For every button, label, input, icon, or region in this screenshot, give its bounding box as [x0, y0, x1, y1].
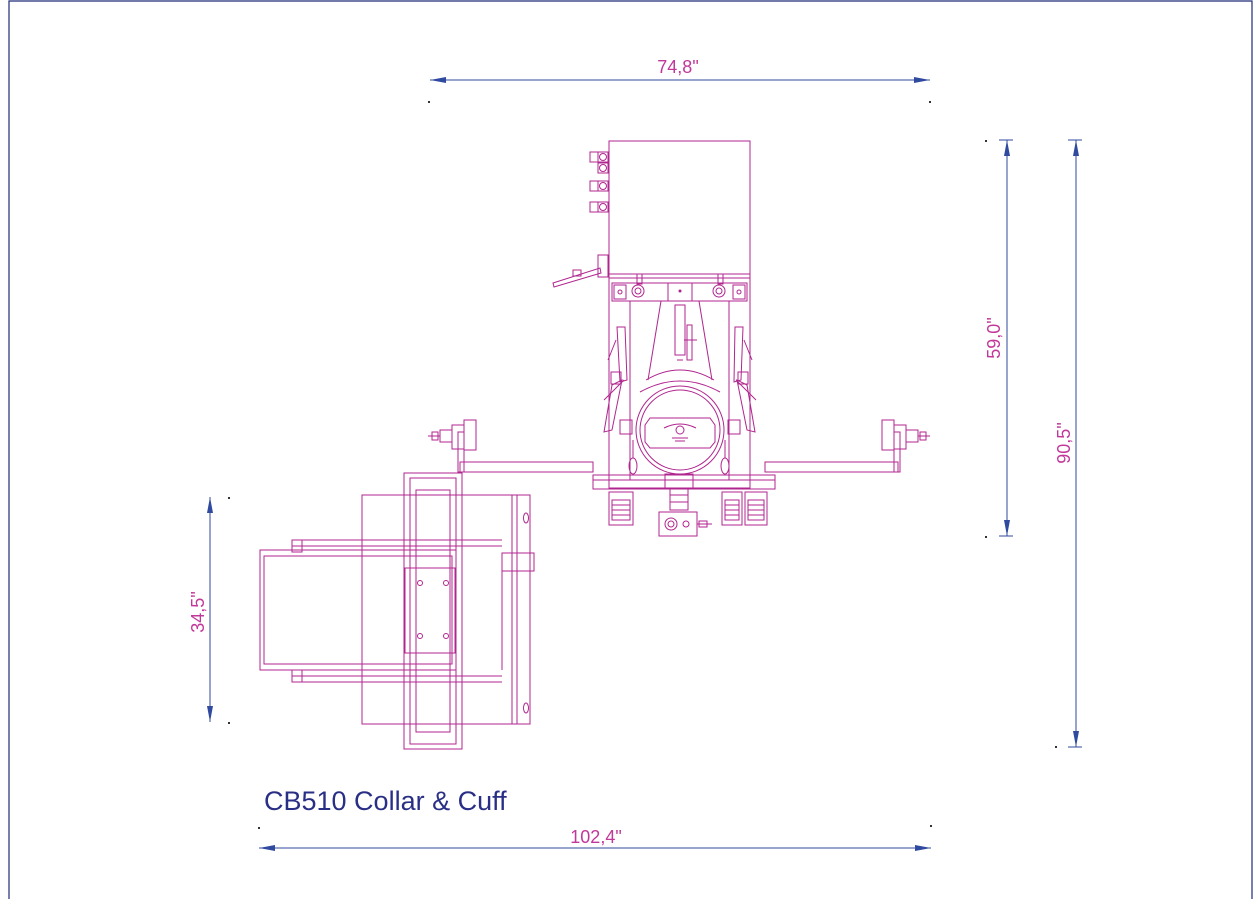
dimension-right-inner-height-label: 59,0" — [984, 317, 1004, 358]
dimension-right-outer-height-label: 90,5" — [1054, 422, 1074, 463]
dimension-top-width: 74,8" — [428, 57, 931, 103]
collar-press-machine — [428, 140, 930, 537]
dimension-right-outer-height: 90,5" — [1054, 139, 1082, 748]
dimension-bottom-width-label: 102,4" — [570, 827, 621, 847]
drawing-title: CB510 Collar & Cuff — [264, 786, 507, 816]
dimension-bottom-width: 102,4" — [258, 825, 932, 851]
dimension-left-height: 34,5" — [188, 497, 230, 724]
press-buck — [635, 385, 725, 475]
dimension-right-inner-height: 59,0" — [984, 139, 1013, 538]
control-buttons — [589, 151, 609, 213]
drawing-frame — [8, 0, 1253, 899]
conveyor-table — [259, 472, 535, 750]
dimension-top-width-label: 74,8" — [657, 57, 698, 77]
control-cabinet — [608, 140, 751, 279]
left-arm — [428, 419, 594, 473]
foot-pedals — [608, 491, 768, 526]
bottom-valve — [658, 473, 712, 537]
dimension-left-height-label: 34,5" — [188, 591, 208, 632]
right-arm — [764, 419, 930, 473]
